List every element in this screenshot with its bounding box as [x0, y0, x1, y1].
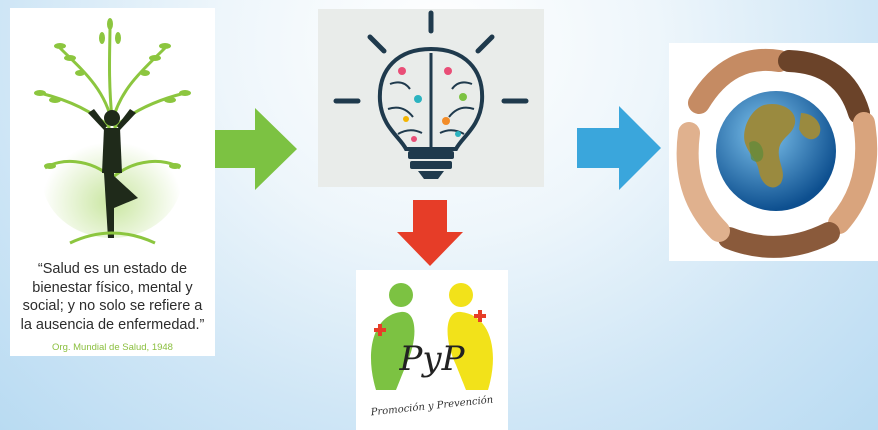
quote-line: social; y no solo se refiere a: [22, 298, 203, 314]
green-arrow-icon: [215, 108, 297, 190]
pyp-logo-panel: PyP Promoción y Prevención: [356, 270, 508, 430]
globe-panel: [669, 43, 878, 261]
pyp-monogram: PyP: [399, 339, 466, 379]
brain-lightbulb-icon: [333, 10, 529, 179]
yoga-tree-icon: [34, 18, 191, 245]
hands-around-globe-icon: [676, 49, 878, 258]
quote-source: Org. Mundial de Salud, 1948: [52, 342, 173, 353]
quote-line: bienestar físico, mental y: [32, 279, 193, 296]
brain-lightbulb-panel: [318, 9, 544, 187]
health-quote: “Salud es un estado de bienestar físico,…: [10, 260, 215, 334]
quote-line: “Salud es un estado de: [37, 261, 188, 277]
health-quote-panel: “Salud es un estado de bienestar físico,…: [10, 8, 215, 356]
red-arrow-icon: [397, 200, 463, 266]
blue-arrow-icon: [577, 106, 661, 190]
quote-line: la ausencia de enfermedad.”: [20, 316, 205, 333]
pyp-logo: PyP: [370, 283, 493, 390]
